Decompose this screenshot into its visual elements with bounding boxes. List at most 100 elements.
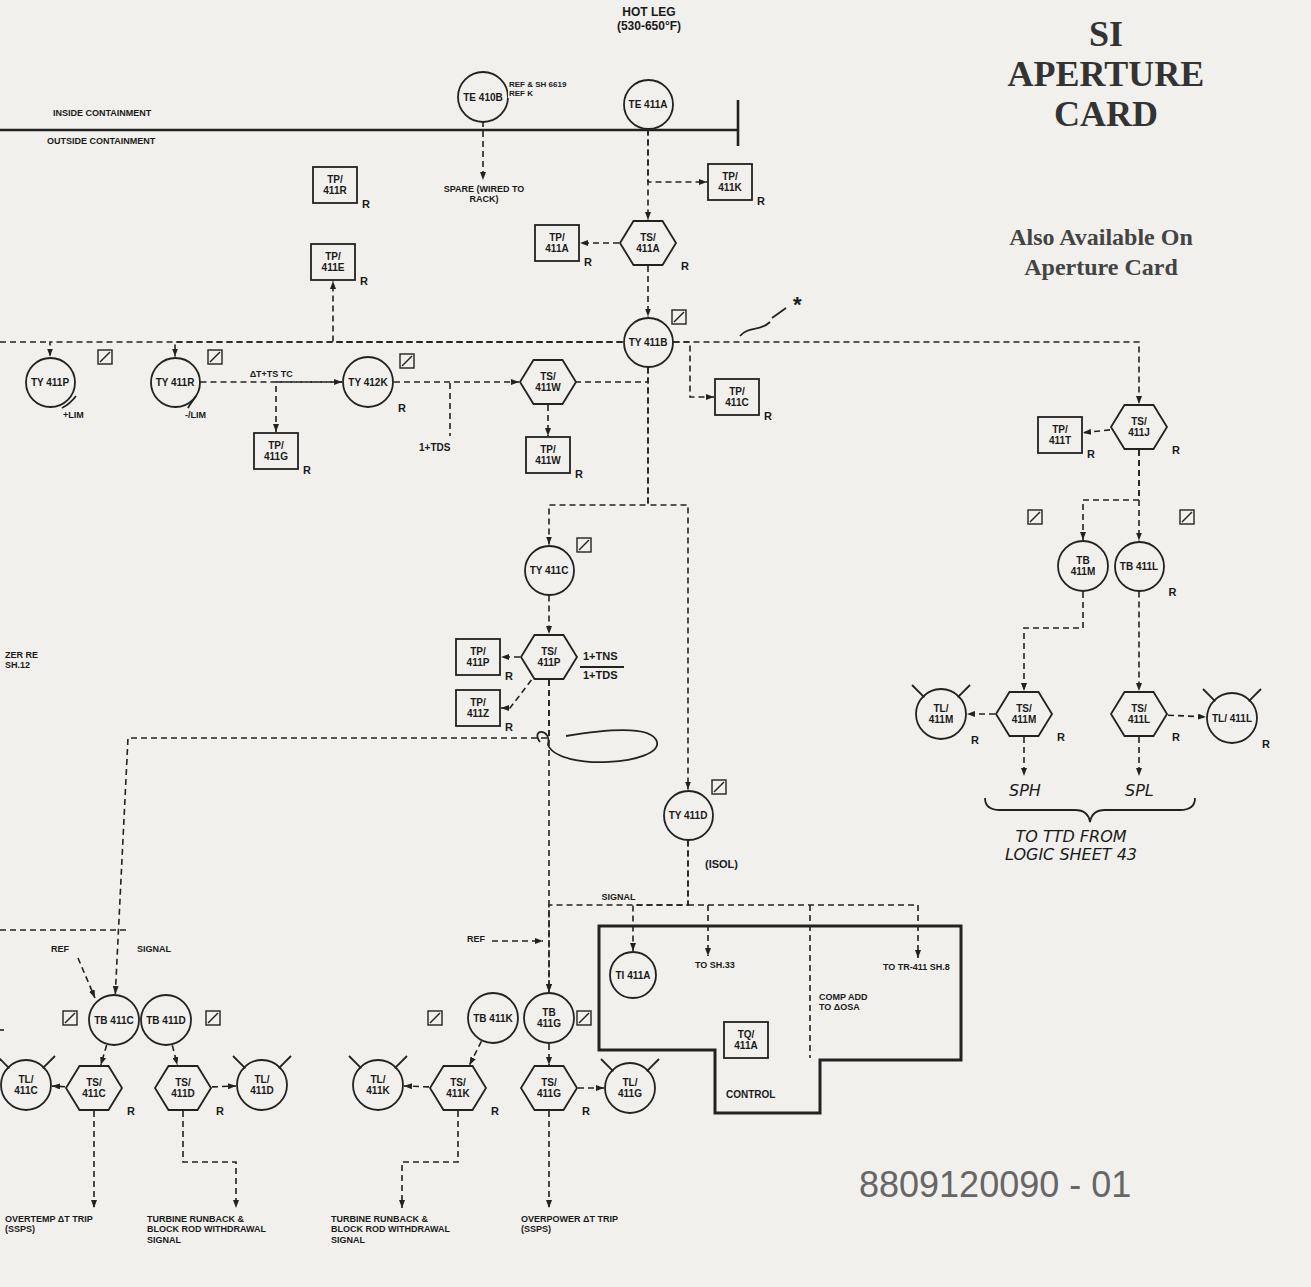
- setpoint-lead: [1138, 737, 1140, 776]
- rack-mark: R: [575, 468, 583, 480]
- signal-connector: [1138, 450, 1140, 541]
- outline-box: [456, 639, 500, 675]
- signal-connector: [501, 680, 531, 708]
- test-point-box: TP/ 411TR: [1037, 416, 1083, 454]
- tag-number: TL/ 411M: [921, 703, 961, 725]
- setpoint-lead: [1023, 737, 1025, 776]
- rack-mark: R: [757, 195, 765, 207]
- test-point-box: TP/ 411WR: [525, 436, 571, 474]
- signal-line: [575, 381, 648, 383]
- tag-number: TB 411D: [146, 1015, 185, 1026]
- switch-hexagon: TS/ 411AR: [619, 220, 677, 266]
- signal-connector: [549, 841, 688, 993]
- instrument-circle: TB 411LR: [1114, 541, 1165, 592]
- signal-connector: [1024, 592, 1083, 691]
- switch-hexagon: TS/ 411DR: [154, 1065, 212, 1111]
- rack-mark: R: [971, 734, 979, 746]
- outline-hexagon: [996, 692, 1052, 736]
- alarm-symbol: [579, 540, 589, 550]
- alarm-symbol: [400, 354, 414, 368]
- tag-number: TS/ 411G: [529, 1077, 569, 1099]
- instrument-circle: TB 411M: [1057, 540, 1109, 592]
- test-point-box: TP/ 411ZR: [455, 689, 501, 727]
- test-point-box: TQ/ 411A: [723, 1021, 769, 1059]
- lamp-tick: [233, 1056, 245, 1068]
- note-label: OUTSIDE CONTAINMENT: [46, 136, 156, 146]
- note-label: TO TR-411 SH.8: [882, 962, 956, 972]
- note-label: *: [792, 292, 803, 317]
- signal-connector: [394, 381, 519, 383]
- rack-mark: R: [362, 198, 370, 210]
- outline-box: [311, 244, 355, 280]
- note-label: COMP ADD TO ΔOSA: [818, 992, 872, 1013]
- outline-box: [535, 225, 579, 261]
- outline-circle: [343, 357, 393, 407]
- note-label: SPH: [1008, 782, 1042, 800]
- signal-connector: [212, 1085, 236, 1088]
- indicator-light: TL/ 411K: [352, 1059, 404, 1111]
- rack-mark: R: [584, 256, 592, 268]
- lamp-tick: [1203, 689, 1215, 701]
- tag-number: TL/ 411C: [6, 1074, 46, 1096]
- indicator-light: TL/ 411LR: [1206, 692, 1258, 744]
- switch-hexagon: TS/ 411KR: [429, 1065, 487, 1111]
- signal-connector: [115, 680, 549, 994]
- lamp-tick: [349, 1056, 361, 1068]
- tag-number: TS/ 411K: [438, 1077, 478, 1099]
- alarm-symbol: [1028, 510, 1042, 524]
- alarm-symbol: [208, 1013, 218, 1023]
- outline-circle: [89, 995, 139, 1045]
- tag-number: TB 411M: [1063, 555, 1103, 577]
- rack-mark: R: [1169, 586, 1177, 598]
- outline-circle: [524, 993, 574, 1043]
- panel-title: CONTROL: [726, 1089, 775, 1100]
- tag-number: TP/ 411R: [315, 174, 355, 196]
- test-point-box: TP/ 411PR: [455, 638, 501, 676]
- signal-connector: [175, 342, 623, 357]
- outline-circle: [525, 546, 574, 595]
- tag-number: TY 411P: [31, 377, 69, 388]
- instrument-circle: TE 411A: [623, 79, 674, 130]
- outline-hexagon: [155, 1066, 211, 1110]
- tag-number: TY 411D: [669, 810, 708, 821]
- signal-connector: [967, 713, 995, 715]
- rack-mark: R: [1262, 738, 1270, 750]
- signal-connector: [470, 1041, 482, 1065]
- alarm-symbol: [1182, 512, 1192, 522]
- signal-connector: [1083, 430, 1110, 433]
- outline-hexagon: [521, 1066, 577, 1110]
- signal-line: [0, 929, 128, 931]
- instrument-circle: TY 411P: [25, 357, 76, 408]
- lamp-tick: [0, 1056, 9, 1068]
- switch-hexagon: TS/ 411CR: [65, 1065, 123, 1111]
- tag-number: TP/ 411E: [313, 251, 353, 273]
- tag-number: TE 410B: [463, 92, 502, 103]
- rack-mark: R: [505, 670, 513, 682]
- alarm-symbol: [428, 1011, 442, 1025]
- outline-circle: [151, 358, 200, 407]
- ref-lead: [78, 958, 95, 998]
- tag-number: TS/ 411D: [163, 1077, 203, 1099]
- outline-circle: [458, 72, 508, 122]
- test-point-box: TP/ 411AR: [534, 224, 580, 262]
- instrument-circle: TY 412KR: [342, 356, 394, 408]
- containment-wall: [0, 100, 738, 146]
- tag-number: TS/ 411C: [74, 1077, 114, 1099]
- rack-mark: R: [582, 1105, 590, 1117]
- alarm-symbol: [63, 1011, 77, 1025]
- tag-number: TY 411B: [629, 337, 668, 348]
- signal-connector: [647, 266, 649, 317]
- lamp-tick: [647, 1059, 659, 1071]
- lamp-tick: [43, 1056, 55, 1068]
- instrument-circle: TB 411D: [140, 994, 192, 1046]
- lamp-tick: [279, 1056, 291, 1068]
- outline-hexagon: [521, 635, 577, 679]
- tag-number: TB 411C: [94, 1015, 133, 1026]
- tag-number: TB 411K: [473, 1013, 512, 1024]
- tag-number: TP/ 411A: [537, 232, 577, 254]
- note-label: 1+TDS: [582, 669, 619, 682]
- tag-number: TS/ 411P: [529, 646, 569, 668]
- note-label: TO TTD FROM LOGIC SHEET 43: [1000, 828, 1142, 865]
- alarm-symbol: [577, 538, 591, 552]
